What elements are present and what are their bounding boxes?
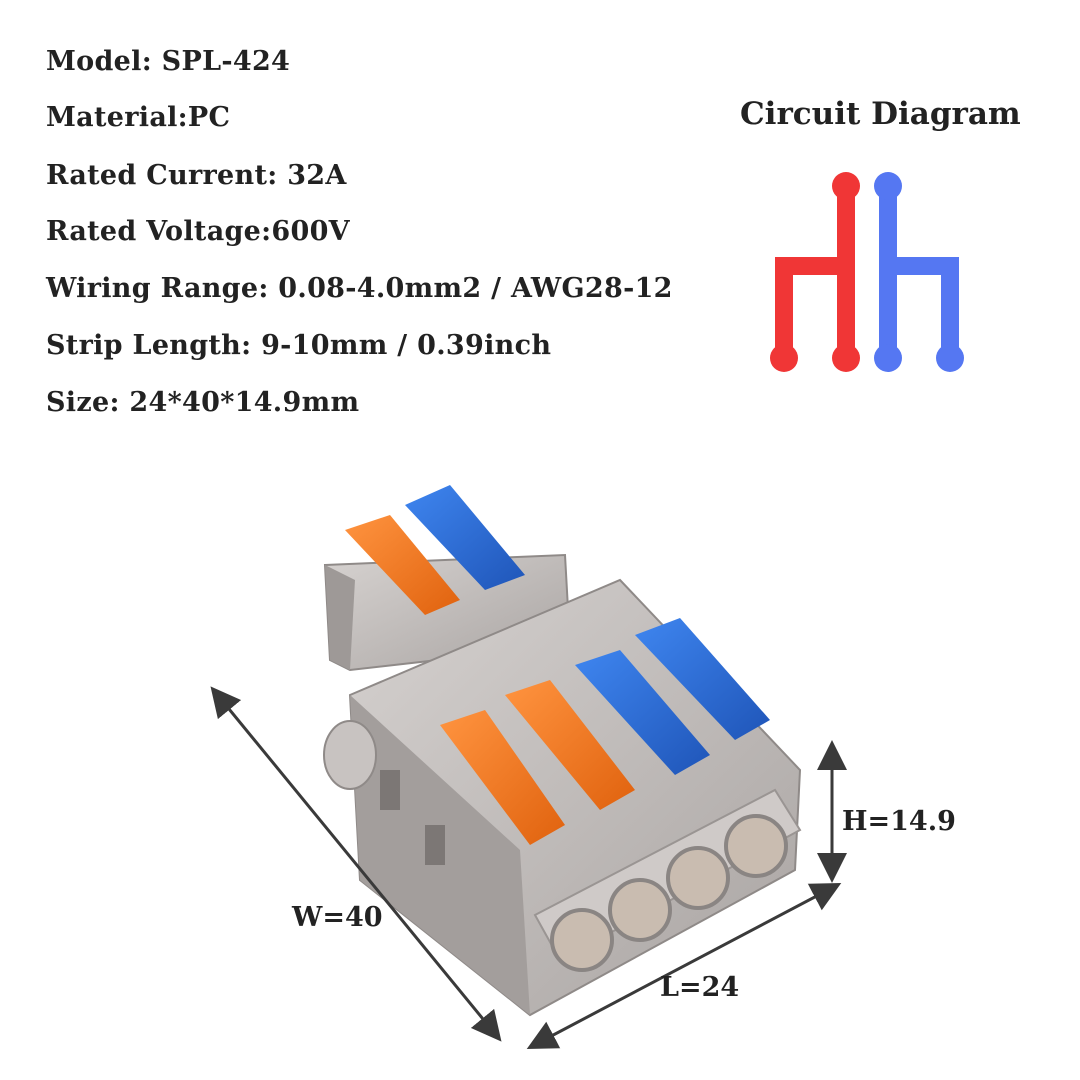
width-dimension-label: W=40 <box>292 902 383 933</box>
spec-rated-voltage: Rated Voltage:600V <box>46 216 350 247</box>
output-lever-blue-2 <box>635 618 770 740</box>
width-dimension-arrow <box>210 686 502 1042</box>
red-circuit-nodes <box>770 172 860 372</box>
length-dimension-arrow <box>526 882 842 1050</box>
input-lever-blue <box>405 485 525 590</box>
spec-size: Size: 24*40*14.9mm <box>46 387 360 418</box>
spec-rated-current: Rated Current: 32A <box>46 160 347 191</box>
spec-material: Material:PC <box>46 102 231 133</box>
length-dimension-label: L=24 <box>660 972 740 1003</box>
output-lever-orange-2 <box>505 680 635 810</box>
red-circuit-path <box>775 186 855 358</box>
spec-strip-length: Strip Length: 9-10mm / 0.39inch <box>46 330 552 361</box>
input-lever-orange <box>345 515 460 615</box>
blue-circuit-nodes <box>874 172 964 372</box>
spec-model: Model: SPL-424 <box>46 46 291 77</box>
connector-product-image <box>210 485 847 1050</box>
blue-circuit-path <box>879 186 959 358</box>
spec-wiring-range: Wiring Range: 0.08-4.0mm2 / AWG28-12 <box>46 273 673 304</box>
output-lever-blue-1 <box>575 650 710 775</box>
circuit-diagram <box>770 172 964 372</box>
circuit-diagram-title: Circuit Diagram <box>740 96 1021 132</box>
height-dimension-label: H=14.9 <box>842 806 956 837</box>
